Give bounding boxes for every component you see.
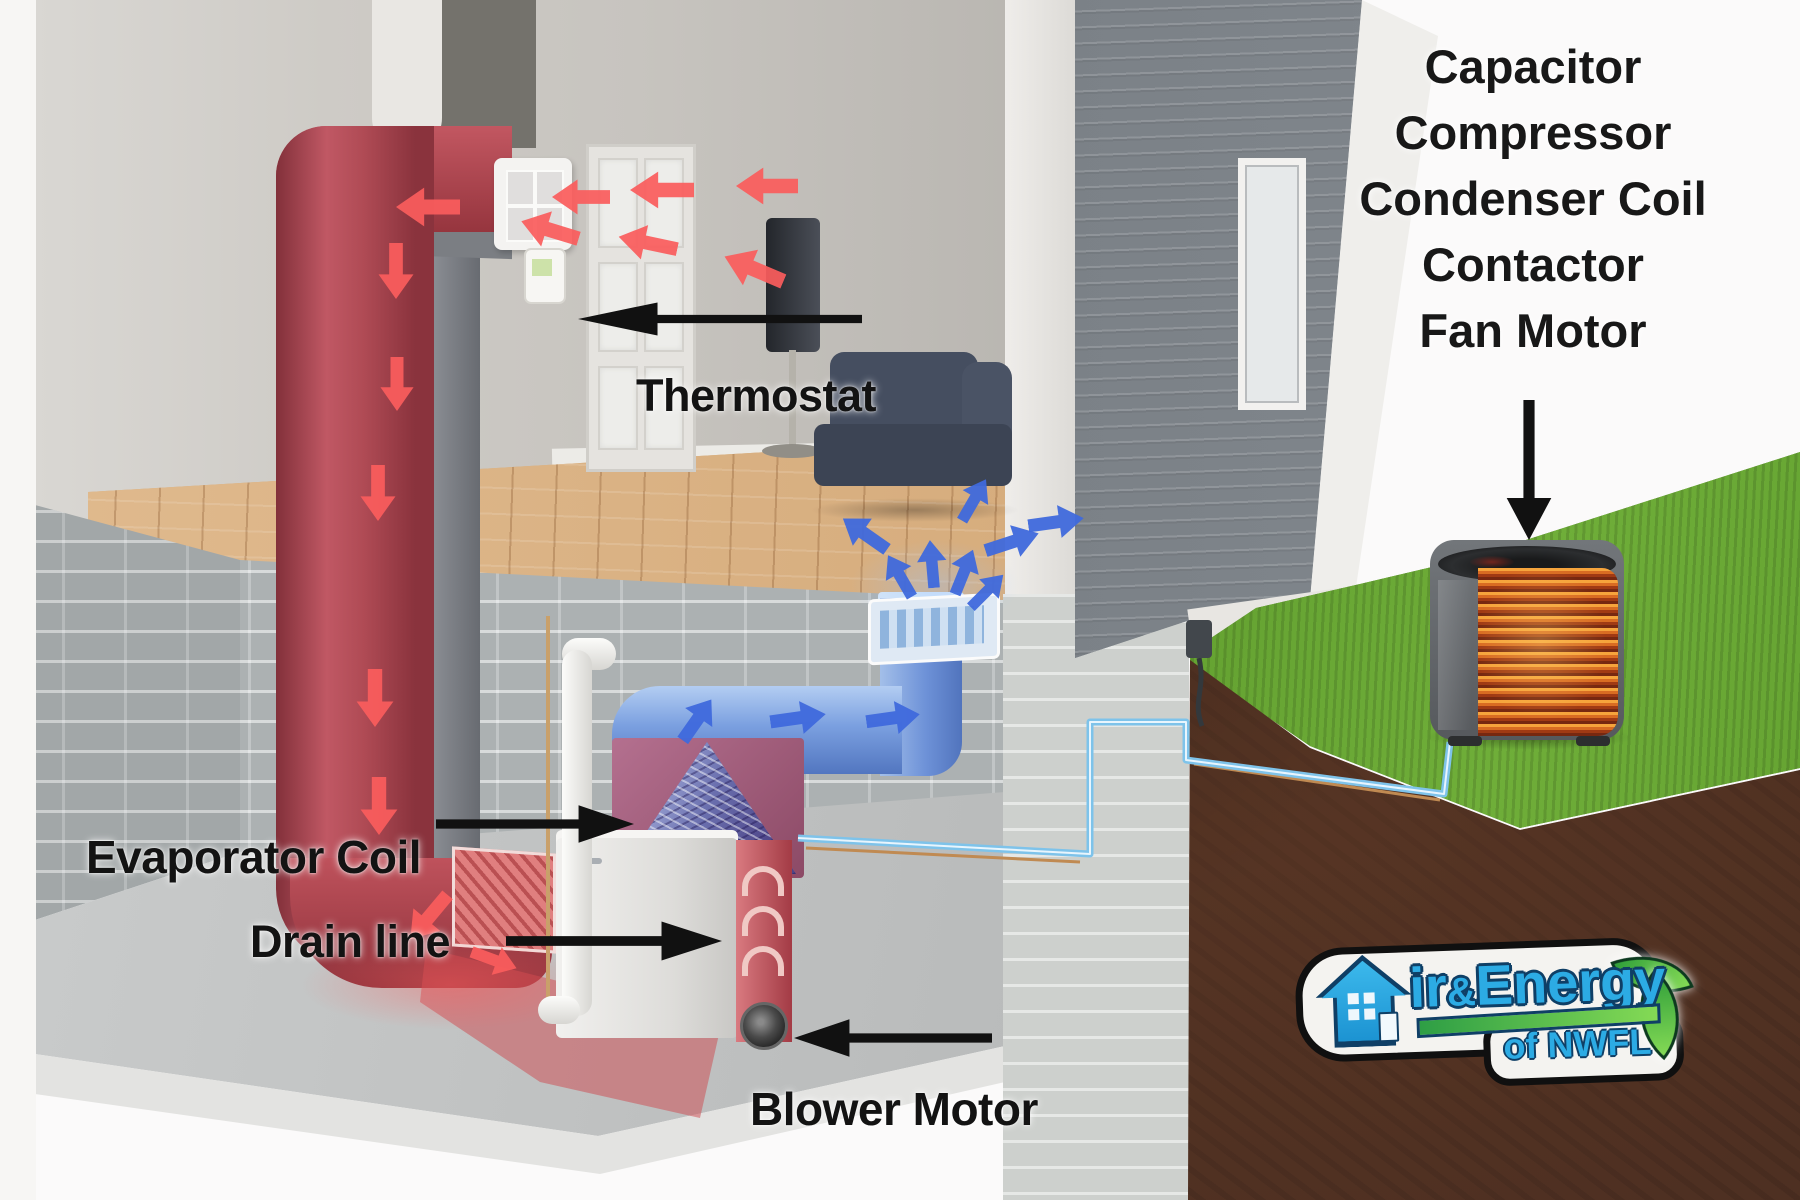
exterior-window (1238, 158, 1306, 410)
electrical-disconnect-box (1186, 620, 1212, 658)
door-panel (598, 262, 638, 352)
outdoor-part-capacitor: Capacitor (1424, 40, 1642, 93)
thermostat-screen (532, 259, 552, 276)
logo-word-part1: ir (1408, 954, 1448, 1020)
gas-line (546, 616, 550, 1000)
house-door (1378, 1011, 1400, 1043)
door-panel (644, 366, 684, 450)
heat-exchanger-tube (742, 866, 784, 896)
heat-exchanger-tube (742, 906, 784, 936)
house-window (1347, 992, 1359, 1005)
condenser-coil-face (1478, 568, 1618, 736)
thermostat-label: Thermostat (635, 370, 877, 421)
condenser-foot (1448, 736, 1482, 746)
foundation-strip (1003, 594, 1189, 1200)
house-window (1348, 1008, 1360, 1021)
photo-border-left (0, 0, 36, 1200)
outdoor-part-fan-motor: Fan Motor (1419, 304, 1647, 357)
door-panel (598, 366, 638, 450)
heat-exchanger-tube (742, 946, 784, 976)
wall-cut-strip (1005, 0, 1077, 692)
condenser-highlight (1438, 580, 1472, 730)
speaker-base (762, 444, 822, 458)
red-duct-side-face (432, 210, 480, 896)
red-duct-vertical (276, 126, 434, 966)
couch-seat (814, 424, 1012, 486)
condenser-fan-glint (1470, 556, 1514, 568)
speaker-pole (789, 350, 796, 448)
logo-ampersand: & (1446, 969, 1477, 1015)
hallway-opening (438, 0, 536, 148)
condenser-foot (1576, 736, 1610, 746)
house-window (1364, 1008, 1376, 1020)
outdoor-part-compressor: Compressor (1394, 106, 1672, 159)
evaporator-coil-label: Evaporator Coil (86, 831, 422, 883)
house-window (1363, 992, 1375, 1004)
company-logo: ir&Energy of NWFL (1293, 917, 1708, 1091)
drain-pipe-elbow-bottom (538, 996, 580, 1024)
outdoor-part-contactor: Contactor (1422, 238, 1644, 291)
blower-wheel (740, 1002, 788, 1050)
blower-motor-label: Blower Motor (750, 1083, 1038, 1135)
drain-line-label: Drain line (250, 916, 451, 967)
thermostat-device (524, 248, 566, 304)
outdoor-part-condenser-coil: Condenser Coil (1359, 172, 1707, 225)
outdoor-unit-parts-list: Capacitor Compressor Condenser Coil Cont… (1308, 34, 1758, 364)
logo-subtitle: of NWFL (1502, 1020, 1653, 1067)
